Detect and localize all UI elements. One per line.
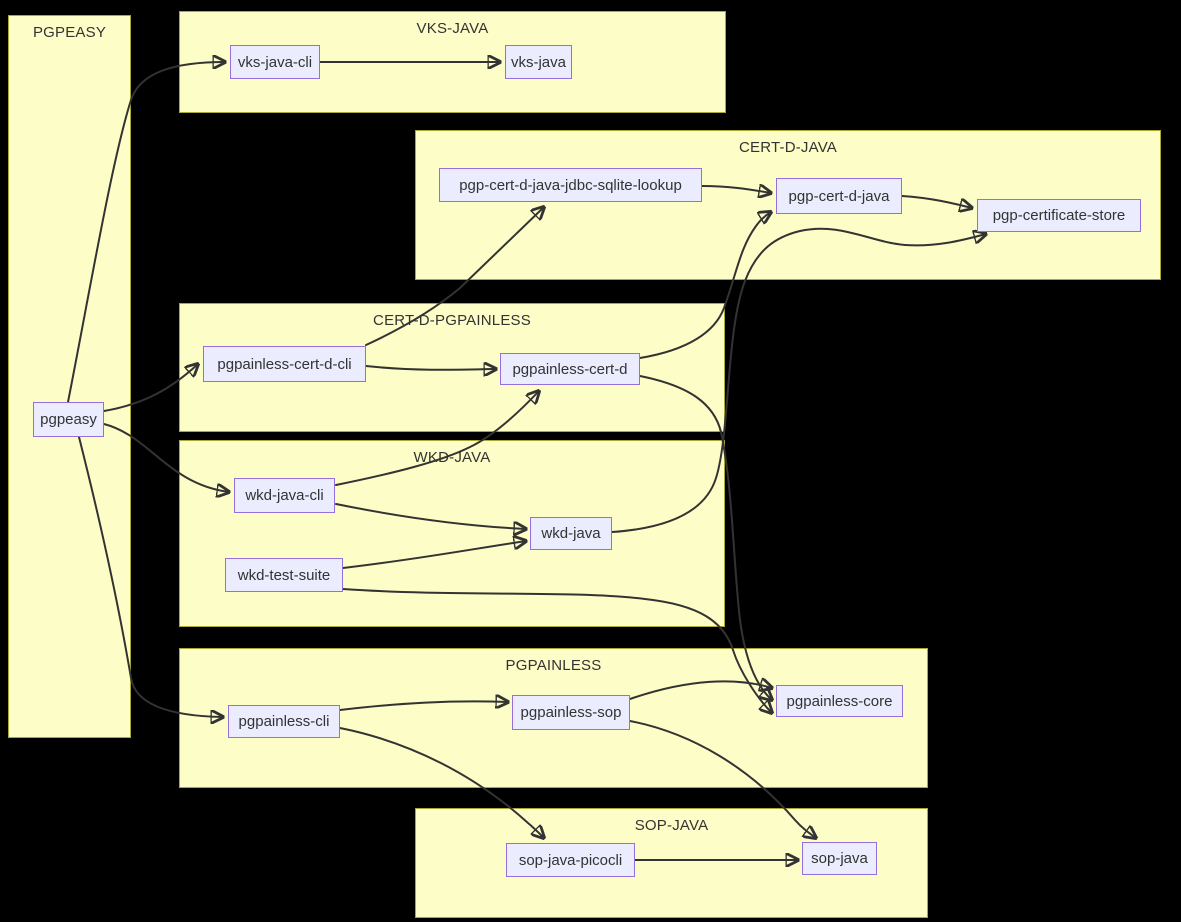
node-pgp-cert-d-java-jdbc-sqlite-lookup: pgp-cert-d-java-jdbc-sqlite-lookup <box>439 168 702 202</box>
node-wkd-java: wkd-java <box>530 517 612 550</box>
node-pgpainless-cert-d-cli: pgpainless-cert-d-cli <box>203 346 366 382</box>
node-pgpainless-sop: pgpainless-sop <box>512 695 630 730</box>
node-pgpainless-cli: pgpainless-cli <box>228 705 340 738</box>
cluster-pgpeasy-title: PGPEASY <box>32 24 107 41</box>
cluster-cert-d-pgpainless-title: CERT-D-PGPAINLESS <box>373 312 531 329</box>
node-pgpeasy: pgpeasy <box>33 402 104 437</box>
cluster-wkd-java: WKD-JAVA <box>179 440 725 627</box>
node-wkd-test-suite: wkd-test-suite <box>225 558 343 592</box>
cluster-pgpeasy: PGPEASY <box>8 15 131 738</box>
node-vks-java-cli: vks-java-cli <box>230 45 320 79</box>
node-vks-java: vks-java <box>505 45 572 79</box>
cluster-sop-java-title: SOP-JAVA <box>634 817 709 834</box>
node-pgp-cert-d-java: pgp-cert-d-java <box>776 178 902 214</box>
cluster-vks-java-title: VKS-JAVA <box>416 20 489 37</box>
node-sop-java: sop-java <box>802 842 877 875</box>
cluster-pgpainless-title: PGPAINLESS <box>505 657 602 674</box>
node-wkd-java-cli: wkd-java-cli <box>234 478 335 513</box>
cluster-wkd-java-title: WKD-JAVA <box>413 449 491 466</box>
node-pgp-certificate-store: pgp-certificate-store <box>977 199 1141 232</box>
node-pgpainless-core: pgpainless-core <box>776 685 903 717</box>
node-sop-java-picocli: sop-java-picocli <box>506 843 635 877</box>
cluster-cert-d-java-title: CERT-D-JAVA <box>738 139 838 156</box>
node-pgpainless-cert-d: pgpainless-cert-d <box>500 353 640 385</box>
